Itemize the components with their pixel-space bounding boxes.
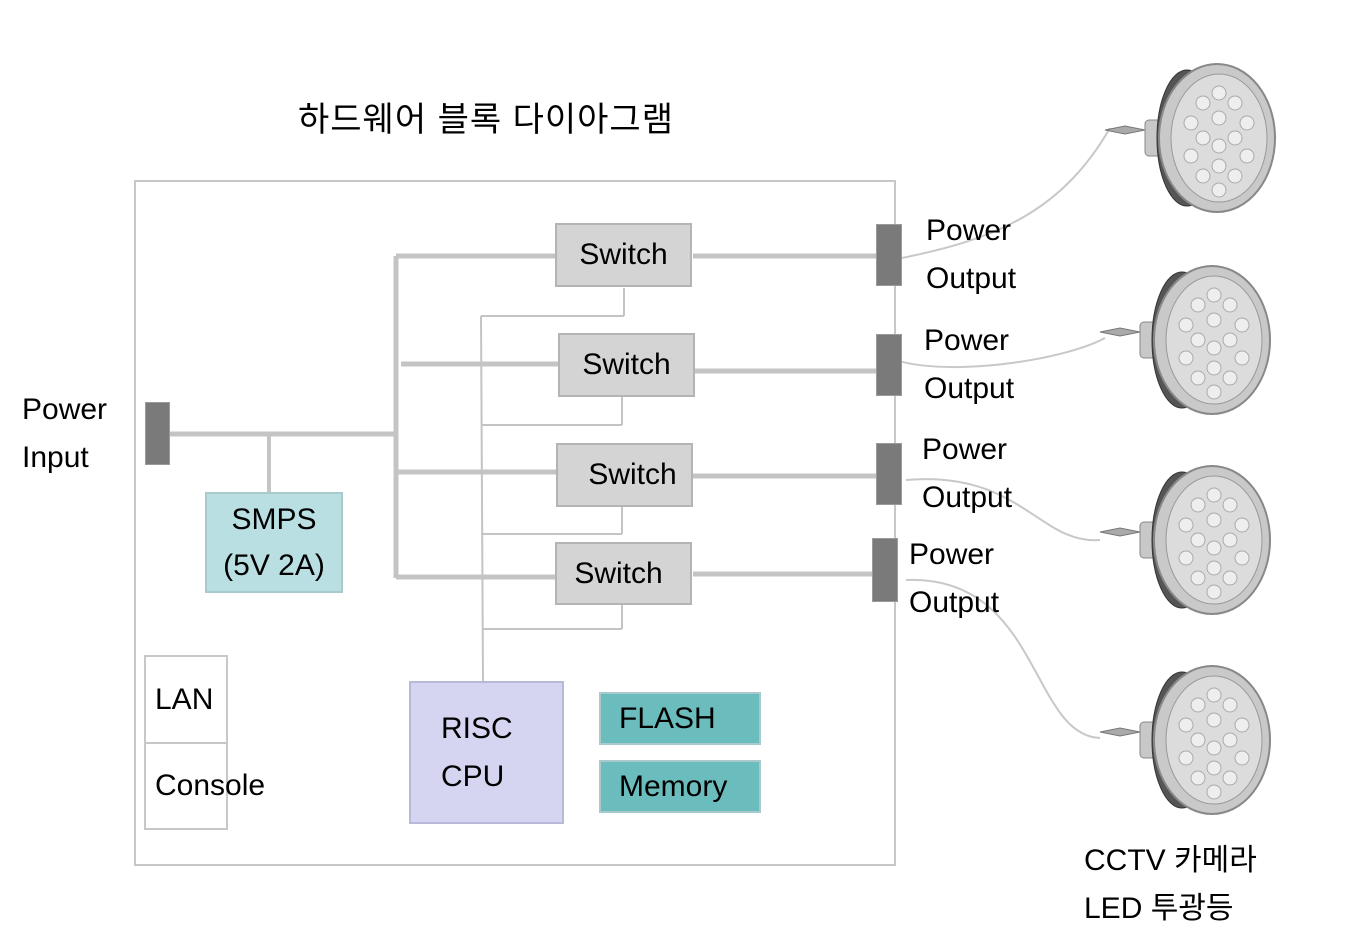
lan-port: LAN — [144, 655, 228, 744]
switch-block-1: Switch — [555, 223, 692, 287]
power-input-label: Power Input — [22, 386, 107, 482]
led-floodlight-icon — [1104, 63, 1276, 213]
output-1-line1: Power — [926, 214, 1012, 247]
switch-block-3: Switch — [556, 443, 693, 507]
power-input-line2: Input — [22, 441, 89, 474]
switch-block-2: Switch — [558, 333, 695, 397]
smps-line1: SMPS — [231, 502, 317, 536]
device-enclosure — [134, 180, 896, 866]
cpu-line2: CPU — [441, 759, 505, 793]
power-output-port-3 — [876, 443, 902, 505]
led-floodlight-icon — [1099, 665, 1271, 815]
switch-block-4: Switch — [555, 542, 692, 605]
cable-lamp-4 — [905, 578, 1101, 739]
output-3-line2: Output — [922, 481, 1013, 514]
power-input-port — [145, 402, 170, 465]
smps-block: SMPS (5V 2A) — [205, 492, 343, 593]
cpu-line1: RISC — [441, 711, 513, 745]
led-floodlight-icon — [1099, 465, 1271, 615]
console-label: Console — [155, 769, 266, 802]
memory-block: Memory — [599, 760, 761, 813]
power-input-line1: Power — [22, 393, 108, 426]
output-3-line1: Power — [922, 433, 1008, 466]
output-4-line2: Output — [909, 586, 1000, 619]
control-bus-wire — [480, 315, 484, 683]
power-output-port-2 — [876, 334, 902, 396]
lamp-caption-line1: CCTV 카메라 — [1084, 844, 1257, 877]
flash-block: FLASH — [599, 692, 761, 745]
diagram-title: 하드웨어 블록 다이아그램 — [298, 101, 674, 139]
power-output-label-1: Power Output — [926, 207, 1016, 303]
output-2-line2: Output — [924, 372, 1015, 405]
power-output-port-4 — [872, 538, 898, 602]
cable-lamp-3 — [905, 478, 1101, 542]
smps-line2: (5V 2A) — [223, 548, 325, 582]
power-output-label-4: Power Output — [909, 531, 999, 627]
power-output-label-2: Power Output — [924, 317, 1014, 413]
lan-label: LAN — [155, 682, 214, 716]
risc-cpu-block: RISC CPU — [409, 681, 564, 824]
console-port: Console — [144, 742, 265, 830]
power-output-port-1 — [876, 224, 902, 286]
cable-lamp-2 — [889, 337, 1106, 369]
output-1-line2: Output — [926, 262, 1017, 295]
output-2-line1: Power — [924, 324, 1010, 357]
lamp-caption: CCTV 카메라 LED 투광등 — [1084, 837, 1257, 933]
led-floodlight-icon — [1099, 265, 1271, 415]
power-output-label-3: Power Output — [922, 426, 1012, 522]
cable-lamp-1 — [901, 127, 1111, 259]
output-4-line1: Power — [909, 538, 995, 571]
lamp-caption-line2: LED 투광등 — [1084, 892, 1234, 925]
